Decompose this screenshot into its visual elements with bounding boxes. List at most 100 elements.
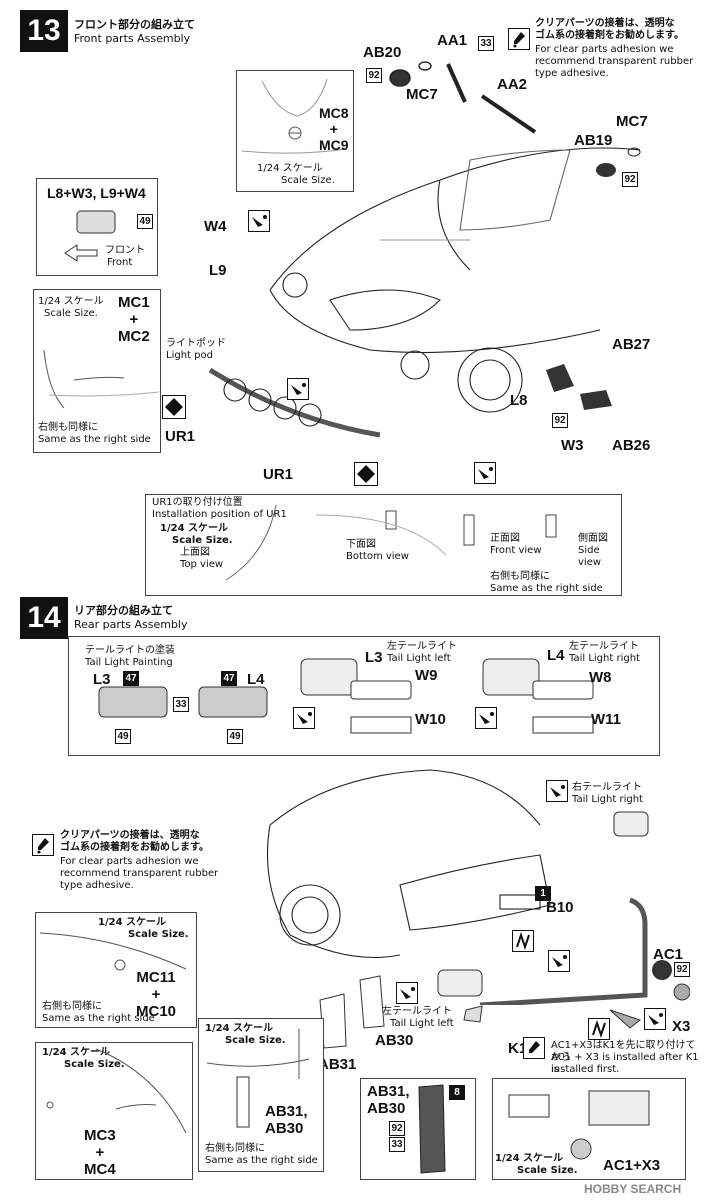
- mc1-detail-box: 1/24 スケール Scale Size. MC1+MC2 右側も同様に Sam…: [33, 289, 161, 453]
- scale-label-jp: 1/24 スケール: [257, 163, 323, 174]
- glue-tube-icon: [546, 780, 568, 802]
- part-w9: W9: [415, 667, 438, 684]
- bottom-view-jp: 下面図: [346, 539, 376, 550]
- side-view-jp: 側面図: [578, 533, 608, 544]
- same-side-note-jp: 右側も同様に: [490, 571, 550, 582]
- rear-car-illustration: [266, 769, 648, 1005]
- step-13-title-jp: フロント部分の組み立て: [74, 18, 195, 31]
- glue-tube-icon: [248, 210, 270, 232]
- part-l3: L3: [93, 671, 111, 688]
- scale-label-en: Scale Size.: [172, 535, 233, 546]
- glue-tube-icon: [287, 378, 309, 400]
- front-view-jp: 正面図: [490, 533, 520, 544]
- mudflap-paint-box: AB31,AB30 8 92 33: [360, 1078, 476, 1180]
- paint-badge-49: 49: [227, 729, 243, 744]
- mc8-detail-box: MC8+MC9 1/24 スケール Scale Size.: [236, 70, 354, 192]
- ur1-title-jp: UR1の取り付け位置: [152, 497, 243, 508]
- ac1x3-detail-box: 1/24 スケール Scale Size. AC1+X3: [492, 1078, 686, 1180]
- paint-badge-47: 47: [123, 671, 139, 686]
- scale-label-jp: 1/24 スケール: [160, 523, 229, 534]
- k1-note-en-2: installed first.: [551, 1064, 620, 1075]
- clear-parts-note-jp: クリアパーツの接着は、透明なゴム系の接着剤をお勧めします。: [60, 830, 209, 853]
- part-w4: W4: [204, 218, 227, 235]
- right-tail-jp: 右テールライト: [572, 782, 642, 793]
- mirror-part-illustration: [596, 147, 641, 177]
- no-glue-icon: [588, 1018, 610, 1040]
- paint-badge-92: 92: [552, 413, 568, 428]
- front-car-illustration: [208, 147, 641, 438]
- scale-label-jp: 1/24 スケール: [98, 917, 167, 928]
- part-k1: K1: [508, 1040, 528, 1057]
- tail-light-part-illustration: [613, 811, 649, 837]
- tail-painting-en: Tail Light Painting: [85, 657, 173, 668]
- same-side-note-jp: 右側も同様に: [42, 1001, 102, 1012]
- paint-badge-49: 49: [115, 729, 131, 744]
- part-l3-left: L3: [365, 649, 383, 666]
- same-side-note-en: Same as the right side: [38, 434, 151, 445]
- part-x3: X3: [672, 1018, 691, 1035]
- mudguard-parts-illustration: [546, 364, 612, 410]
- same-side-note-jp: 右側も同様に: [205, 1143, 265, 1154]
- right-tail-en: Tail Light right: [572, 794, 643, 805]
- glue-tube-icon: [475, 707, 497, 729]
- front-view-en: Front view: [490, 545, 542, 556]
- glue-tube-icon: [293, 707, 315, 729]
- tail-left-jp: 左テールライト: [387, 641, 457, 652]
- same-side-note-en: Same as the right side: [42, 1013, 155, 1024]
- step-13-number: 13: [20, 10, 68, 52]
- tail-right-en: Tail Light right: [569, 653, 640, 664]
- part-ab19: AB19: [574, 132, 613, 149]
- scale-label-jp: 1/24 スケール: [38, 296, 104, 307]
- scale-label-en: Scale Size.: [281, 175, 335, 186]
- part-l4-right: L4: [547, 647, 565, 664]
- part-aa1: AA1: [437, 32, 468, 49]
- part-mc7-right: MC7: [616, 113, 648, 130]
- mc11-detail-box: 1/24 スケール Scale Size. MC11+MC10 右側も同様に S…: [35, 912, 197, 1028]
- ur1-position-box: UR1の取り付け位置 Installation position of UR1 …: [145, 494, 622, 596]
- ab31-detail-box: 1/24 スケール Scale Size. AB31,AB30 右側も同様に S…: [198, 1018, 324, 1172]
- same-side-note-en: Same as the right side: [205, 1155, 318, 1166]
- paint-badge-8: 8: [449, 1085, 465, 1100]
- wiper-parts-illustration: [389, 61, 537, 134]
- ac1x3-label: AC1+X3: [603, 1157, 661, 1174]
- glue-tube-icon: [644, 1008, 666, 1030]
- part-ab26: AB26: [612, 437, 651, 454]
- exhaust-parts-illustration: [609, 960, 690, 1029]
- paint-badge-33: 33: [389, 1137, 405, 1152]
- step-14-number: 14: [20, 597, 68, 639]
- mc11-combo: MC11+MC10: [136, 969, 177, 1020]
- left-tail-jp: 左テールライト: [382, 1006, 452, 1017]
- mudflap-parts-label: AB31,AB30: [367, 1083, 410, 1117]
- part-w11: W11: [591, 711, 622, 728]
- ab31-combo: AB31,AB30: [265, 1103, 308, 1137]
- part-ur1-right: UR1: [263, 466, 294, 483]
- part-ac1: AC1: [653, 946, 684, 963]
- front-label-en: Front: [107, 257, 133, 268]
- side-view-en: Side view: [578, 545, 602, 568]
- part-l4: L4: [247, 671, 265, 688]
- paint-badge-92: 92: [366, 68, 382, 83]
- part-ab31: AB31: [318, 1056, 357, 1073]
- no-glue-icon: [512, 930, 534, 952]
- part-b10: B10: [546, 899, 574, 916]
- part-aa2: AA2: [497, 76, 528, 93]
- tail-light-part-illustration: [437, 969, 483, 1023]
- scale-label-en: Scale Size.: [64, 1059, 125, 1070]
- step-14-title-en: Rear parts Assembly: [74, 618, 188, 631]
- glue-icon: [32, 834, 54, 856]
- paint-badge-1: 1: [535, 886, 551, 901]
- k1-note-jp: AC1+X3はK1を先に取り付けてから: [551, 1040, 696, 1063]
- mc8-combo: MC8+MC9: [319, 105, 349, 153]
- part-ab20: AB20: [363, 44, 402, 61]
- tail-light-box: テールライトの塗装 Tail Light Painting L3 47 47 L…: [68, 636, 660, 756]
- paint-badge-47: 47: [221, 671, 237, 686]
- top-view-jp: 上面図: [180, 547, 210, 558]
- paint-badge-92: 92: [622, 172, 638, 187]
- paint-badge-49: 49: [137, 214, 153, 229]
- glue-tube-icon: [474, 462, 496, 484]
- l8w3-title: L8+W3, L9+W4: [47, 185, 146, 201]
- left-tail-en: Tail Light left: [390, 1018, 454, 1029]
- scale-label-en: Scale Size.: [128, 929, 189, 940]
- glue-icon: [508, 28, 530, 50]
